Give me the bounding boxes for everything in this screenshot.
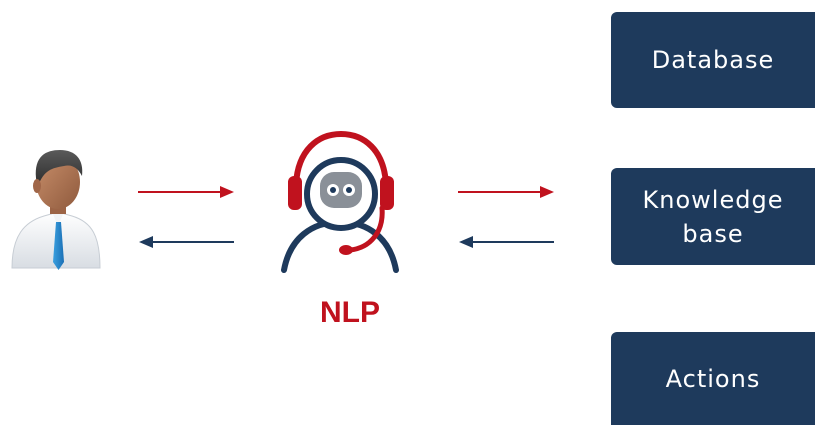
- actions-box: Actions: [611, 332, 815, 425]
- user-person-icon: [11, 150, 101, 270]
- headset-robot-icon: [281, 130, 399, 273]
- arrow-nlp-to-resources: [458, 186, 554, 198]
- actions-label: Actions: [665, 364, 761, 393]
- database-label: Database: [651, 46, 775, 74]
- arrow-nlp-to-user: [139, 236, 234, 248]
- nlp-label: NLP: [320, 296, 380, 329]
- arrow-user-to-nlp: [138, 186, 234, 198]
- arrow-resources-to-nlp: [459, 236, 554, 248]
- database-box: Database: [611, 12, 815, 108]
- knowledge-base-box: Knowledge base: [611, 168, 815, 265]
- knowledge-base-label: Knowledge base: [642, 185, 784, 248]
